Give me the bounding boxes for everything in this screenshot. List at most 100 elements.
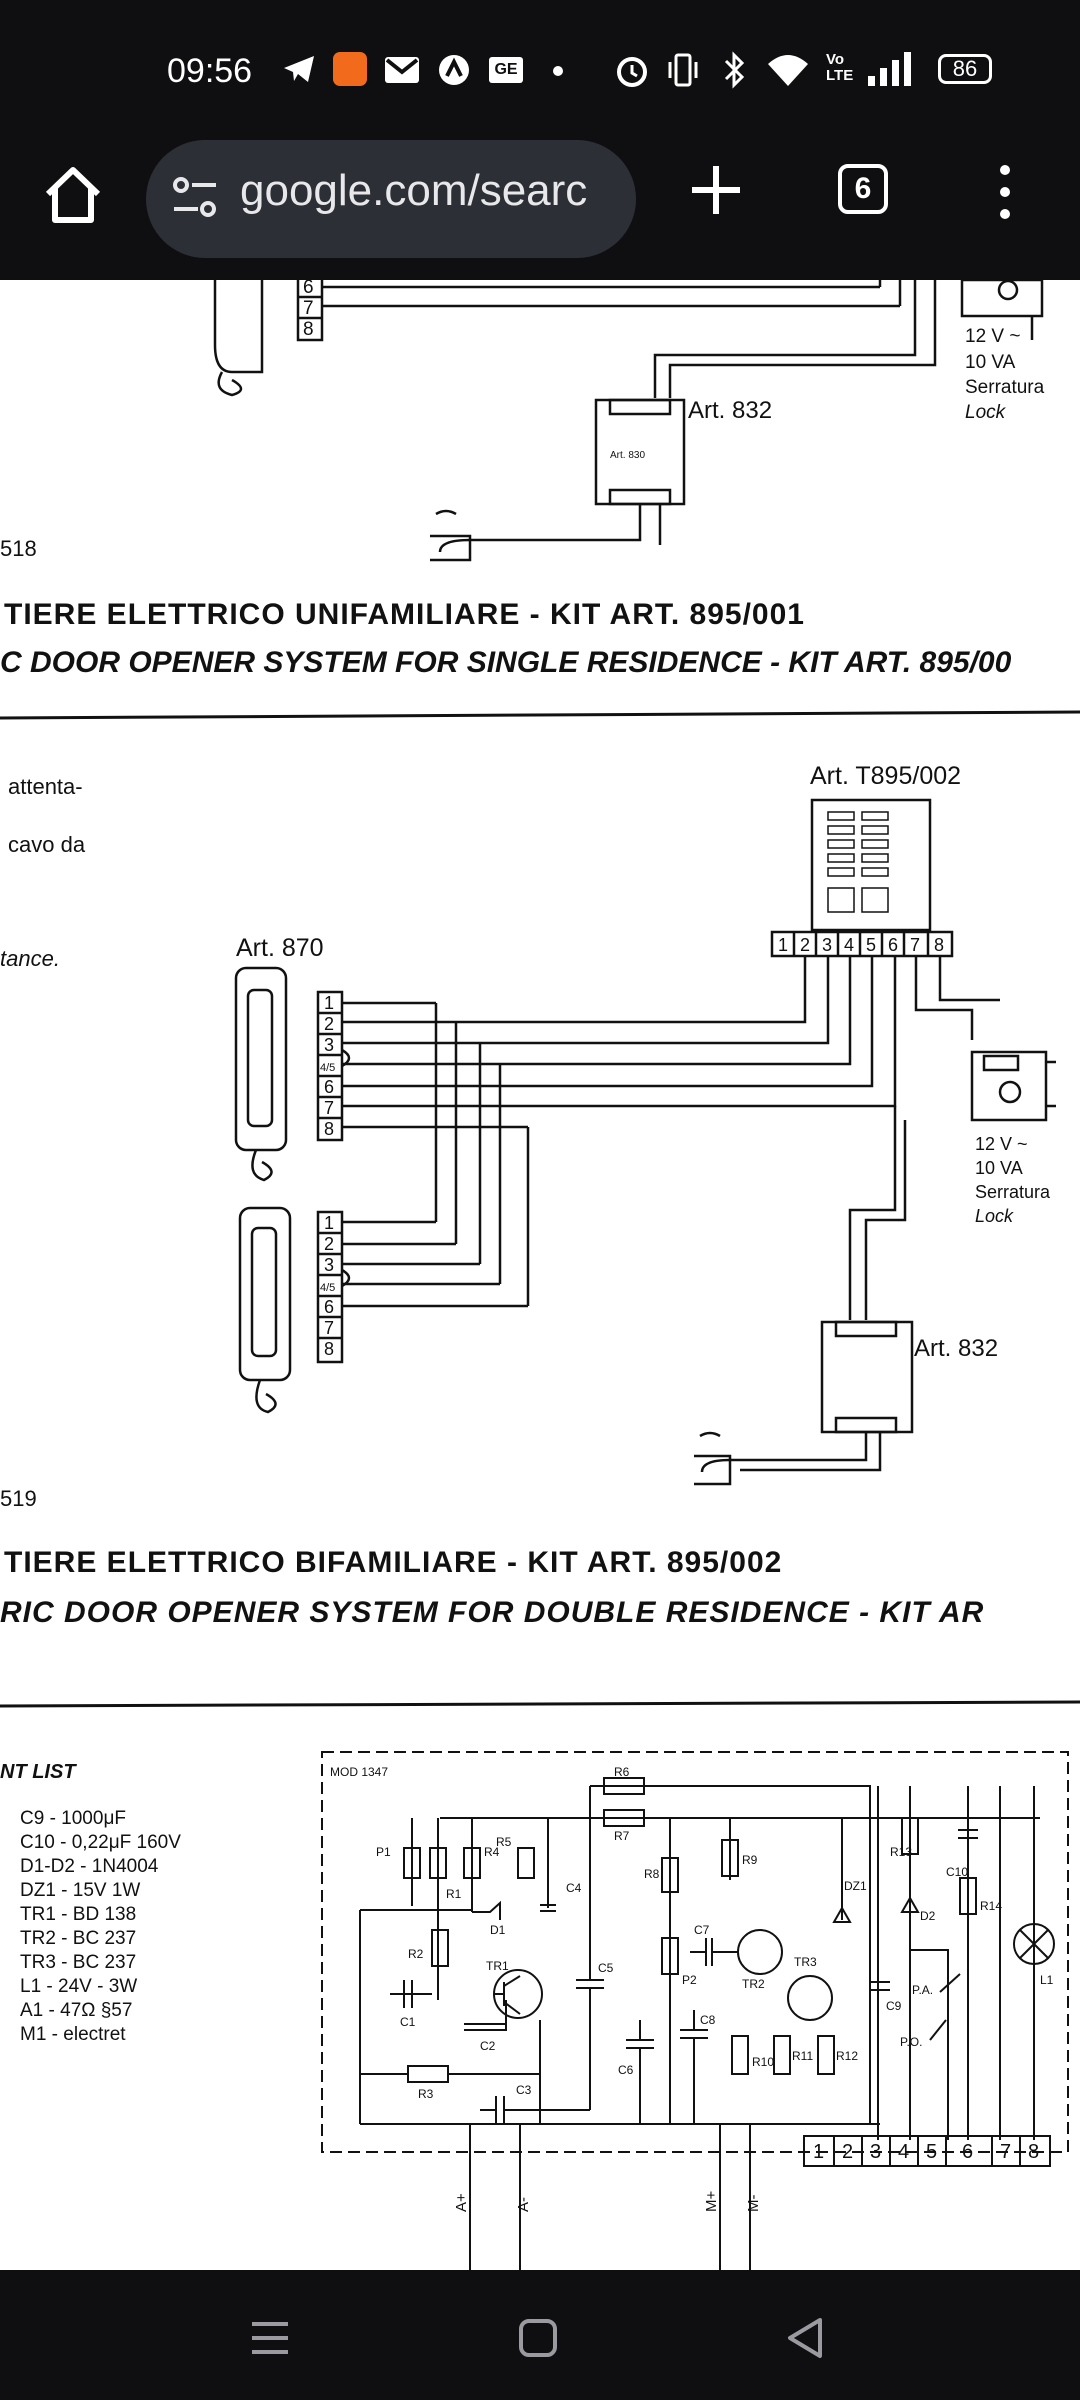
top-title-en: C DOOR OPENER SYSTEM FOR SINGLE RESIDENC…	[0, 646, 1012, 679]
panel-terminal-4: 4	[844, 935, 854, 955]
top-psu-inner: Art. 830	[610, 450, 645, 461]
address-bar[interactable]: google.com/searc	[146, 140, 636, 258]
part-tr3: TR3	[794, 1955, 817, 1969]
wifi-icon	[768, 55, 808, 86]
tab-switcher-button[interactable]: 6	[838, 164, 888, 214]
top-psu-label: Art. 832	[688, 397, 772, 424]
terminal-block-top	[296, 280, 324, 342]
part-r14: R14	[980, 1899, 1002, 1913]
middle-psu-label: Art. 832	[914, 1335, 998, 1362]
part-p2: P2	[682, 1973, 697, 1987]
part-c8: C8	[700, 2013, 716, 2027]
top-lock-it: Serratura	[965, 377, 1045, 398]
h1-terminal-7: 7	[324, 1098, 334, 1118]
home-button[interactable]	[40, 162, 106, 228]
wiring-diagram-scan: 6 7 8 12 V ~ 10 VA Serratura Lock Art. 8…	[0, 280, 1080, 2270]
schematic-terminal-strip	[803, 2135, 1051, 2167]
h2-terminal-45: 4/5	[320, 1282, 335, 1294]
component-l1: L1 - 24V - 3W	[20, 1976, 137, 1997]
strip-terminal-1: 1	[813, 2141, 824, 2163]
part-c10: C10	[946, 1865, 968, 1879]
top-fig-num: 518	[0, 536, 37, 561]
top-terminal-6: 6	[303, 280, 314, 298]
handset-1	[234, 966, 288, 1152]
gmail-icon	[385, 57, 419, 83]
more-menu-button[interactable]	[990, 162, 1020, 222]
menu-icon[interactable]	[240, 2308, 300, 2368]
h1-terminal-8: 8	[324, 1119, 334, 1139]
middle-text-1: attenta-	[8, 774, 83, 799]
part-tr2: TR2	[742, 1977, 765, 1991]
panel-terminal-2: 2	[800, 935, 810, 955]
top-lock-voltage: 12 V ~	[965, 326, 1020, 347]
new-tab-button[interactable]	[688, 162, 744, 218]
panel-terminal-1: 1	[778, 935, 788, 955]
component-dz1: DZ1 - 15V 1W	[20, 1880, 140, 1901]
component-d1d2: D1-D2 - 1N4004	[20, 1856, 159, 1877]
alarm-icon	[617, 57, 647, 87]
home-icon[interactable]	[508, 2308, 568, 2368]
part-r10: R10	[752, 2055, 774, 2069]
panel-terminal-5: 5	[866, 935, 876, 955]
component-m1: M1 - electret	[20, 2024, 126, 2045]
browser-toolbar: google.com/searc 6	[0, 140, 1080, 280]
strip-terminal-6: 6	[962, 2141, 973, 2163]
part-l1: L1	[1040, 1973, 1054, 1987]
back-icon[interactable]	[776, 2308, 836, 2368]
line-m-plus: M+	[703, 2191, 720, 2212]
middle-text-3: tance.	[0, 946, 60, 971]
strip-terminal-8: 8	[1028, 2141, 1039, 2163]
handset-2	[238, 1206, 292, 1382]
h1-terminal-6: 6	[324, 1077, 334, 1097]
handset-label: Art. 870	[236, 934, 324, 962]
part-c4: C4	[566, 1881, 582, 1895]
component-c9: C9 - 1000μF	[20, 1808, 126, 1829]
part-r6: R6	[614, 1765, 630, 1779]
top-lock-power: 10 VA	[965, 352, 1016, 373]
section-divider-2	[0, 1700, 1080, 1708]
part-r12: R12	[836, 2049, 858, 2063]
part-r8: R8	[644, 1867, 660, 1881]
middle-text-2: cavo da	[8, 832, 86, 857]
part-r5: R5	[496, 1835, 512, 1849]
middle-lock-power: 10 VA	[975, 1158, 1023, 1178]
url-text[interactable]: google.com/searc	[240, 166, 588, 215]
site-settings-icon[interactable]	[170, 172, 220, 222]
entry-panel	[810, 798, 932, 932]
battery-icon: 86	[938, 54, 992, 84]
app-icon	[439, 55, 469, 85]
h2-terminal-8: 8	[324, 1339, 334, 1359]
panel-label: Art. T895/002	[810, 762, 961, 790]
h1-terminal-2: 2	[324, 1014, 334, 1034]
part-c7: C7	[694, 1923, 710, 1937]
panel-terminal-7: 7	[910, 935, 920, 955]
page-content[interactable]: 6 7 8 12 V ~ 10 VA Serratura Lock Art. 8…	[0, 280, 1080, 2270]
part-r13: R13	[890, 1845, 912, 1859]
component-tr1: TR1 - BD 138	[20, 1904, 136, 1925]
module-id: MOD 1347	[330, 1765, 388, 1779]
part-r9: R9	[742, 1853, 758, 1867]
handset-2-terminals	[316, 1210, 344, 1364]
battery-level: 86	[952, 56, 978, 81]
h2-terminal-2: 2	[324, 1234, 334, 1254]
part-pa: P.A.	[912, 1983, 933, 1997]
part-dz1: DZ1	[844, 1879, 867, 1893]
part-c6: C6	[618, 2063, 634, 2077]
h1-terminal-45: 4/5	[320, 1062, 335, 1074]
temu-icon	[333, 52, 367, 86]
part-r4: R4	[484, 1845, 500, 1859]
part-c1: C1	[400, 2015, 416, 2029]
strip-terminal-5: 5	[926, 2141, 937, 2163]
top-terminal-7: 7	[303, 298, 314, 319]
h1-terminal-1: 1	[324, 993, 334, 1013]
strip-terminal-4: 4	[898, 2141, 909, 2163]
part-r3: R3	[418, 2087, 434, 2101]
part-tr1: TR1	[486, 1959, 509, 1973]
middle-title-en: RIC DOOR OPENER SYSTEM FOR DOUBLE RESIDE…	[0, 1596, 984, 1629]
part-po: P.O.	[900, 2035, 922, 2049]
middle-lock-en: Lock	[975, 1206, 1014, 1226]
part-c3: C3	[516, 2083, 532, 2097]
middle-fig-num: 519	[0, 1486, 37, 1511]
status-time: 09:56	[167, 52, 253, 90]
